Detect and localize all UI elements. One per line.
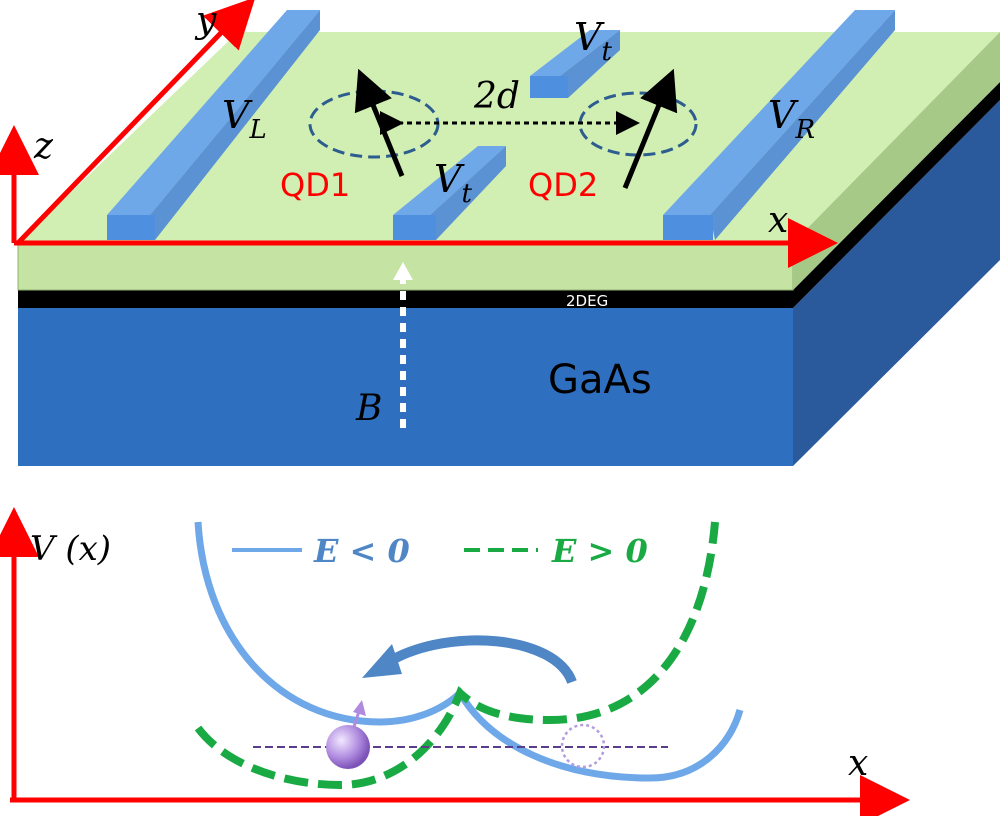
spin2-arrow: [622, 68, 678, 189]
electron-ball: [326, 725, 370, 769]
gate-top-side: [560, 30, 620, 98]
plot-x-label: x: [848, 743, 868, 784]
gate-right-front: [663, 215, 713, 240]
gate-left-label: VL: [222, 93, 267, 145]
gaas-substrate-side: [793, 100, 1000, 466]
gate-bottom-side: [430, 146, 506, 240]
gate-top-top: [530, 30, 620, 76]
axis-z-label: z: [33, 126, 54, 167]
field-b-arrowhead: [393, 262, 413, 280]
axis-y-label: y: [194, 0, 217, 41]
dashed-potential-curve: [194, 521, 719, 790]
tunneling-arrowhead: [362, 644, 402, 678]
quantum-dots: [308, 68, 698, 189]
gate-bottom-label: Vt: [434, 157, 472, 209]
gate-top-front: [530, 76, 568, 98]
dot2-label: QD2: [528, 166, 598, 204]
potential-plot: V (x) x E < 0 E > 0: [0, 507, 910, 816]
2deg-label: 2DEG: [566, 292, 608, 310]
gate-top-label: Vt: [574, 15, 612, 67]
legend-dashed-label: E > 0: [551, 532, 648, 570]
electron-spin-arrowhead: [353, 700, 366, 716]
plot-y-label: V (x): [30, 529, 111, 569]
solid-potential-curve: [194, 521, 744, 782]
substrate-label: GaAs: [548, 357, 652, 403]
device-axes: [0, 0, 838, 428]
separation-label: 2d: [473, 76, 520, 117]
device-labels: y z x VL VR Vt Vt 2d QD1 QD2 2DEG GaAs B: [33, 0, 815, 429]
gate-right-label: VR: [768, 93, 815, 145]
gate-right-side: [710, 10, 895, 240]
gates: [107, 10, 895, 240]
axis-x-label: x: [768, 200, 788, 241]
field-label: B: [355, 388, 382, 429]
empty-state-circle: [560, 723, 606, 769]
gate-left-front: [107, 215, 155, 240]
gate-right-top: [663, 10, 895, 215]
tunneling-arrow: [389, 635, 577, 685]
gate-bottom-front: [393, 215, 436, 240]
dot2-outline: [578, 91, 698, 157]
gate-bottom-top: [393, 146, 506, 215]
gate-left-top: [107, 10, 320, 215]
dot1-label: QD1: [280, 166, 350, 204]
axis-y-arrow: [16, 0, 256, 245]
heterostructure-side: [793, 32, 1000, 290]
legend-solid-label: E < 0: [313, 532, 410, 570]
2deg-layer-side: [793, 82, 1000, 308]
gate-left-side: [150, 10, 320, 240]
